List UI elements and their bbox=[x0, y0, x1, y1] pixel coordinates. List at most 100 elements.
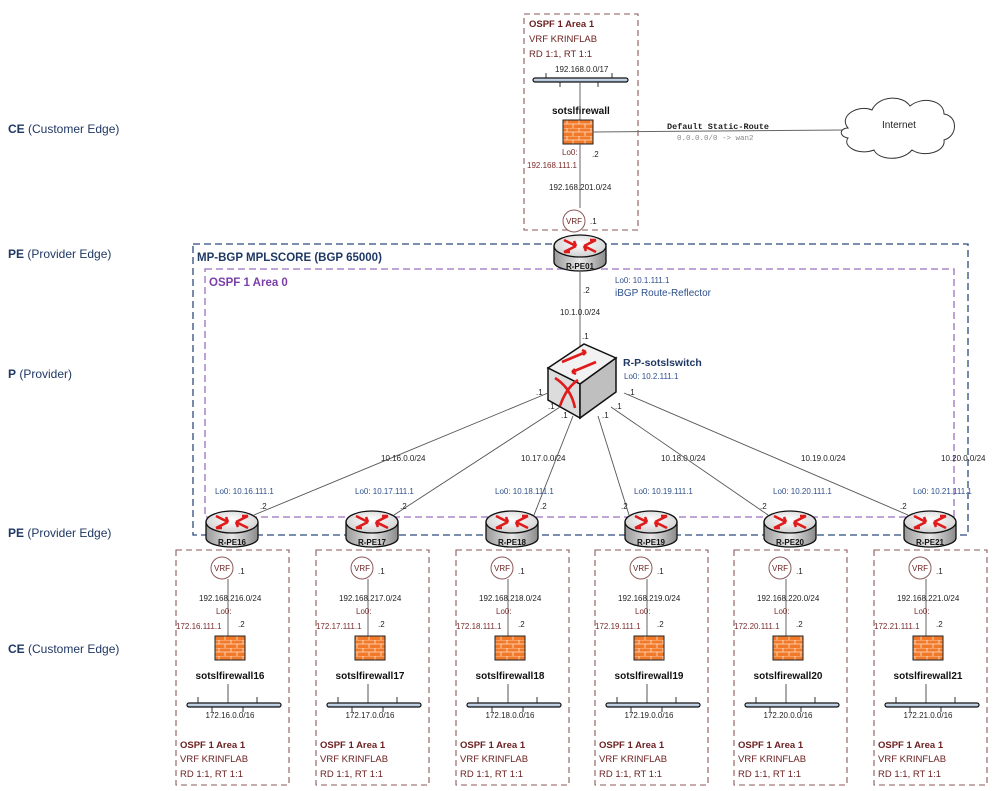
p-side-addr: .1 bbox=[615, 402, 622, 411]
mpbgp-core-title: MP-BGP MPLSCORE (BGP 65000) bbox=[197, 252, 382, 264]
lan-subnet: 172.18.0.0/16 bbox=[486, 711, 535, 720]
site-box-rd: RD 1:1, RT 1:1 bbox=[738, 769, 801, 780]
site-vrf-box bbox=[315, 549, 430, 786]
p-link-addr: .1 bbox=[582, 332, 589, 341]
router-top bbox=[553, 234, 607, 258]
router-top bbox=[345, 510, 399, 534]
router-name: R-PE19 bbox=[637, 538, 666, 547]
pe01-loopback: Lo0: 10.1.111.1 bbox=[615, 276, 670, 285]
site-box-title: OSPF 1 Area 1 bbox=[878, 740, 944, 751]
router-pe01[interactable]: R-PE01 bbox=[553, 234, 607, 272]
fw-lo-label: Lo0: bbox=[356, 607, 372, 616]
fw-lo-address: 172.17.111.1 bbox=[316, 622, 362, 631]
vrf-label: VRF bbox=[494, 564, 510, 573]
fw-lo-label: Lo0: bbox=[216, 607, 232, 616]
site-box-vrf: VRF KRINFLAB bbox=[460, 754, 528, 765]
firewall-icon[interactable] bbox=[912, 635, 944, 661]
pe-loopback: Lo0: 10.18.111.1 bbox=[495, 487, 554, 496]
pe-side-addr: .2 bbox=[900, 502, 907, 511]
switch-p[interactable] bbox=[546, 343, 618, 420]
router-name: R-PE17 bbox=[358, 538, 387, 547]
vrf-icon bbox=[350, 556, 374, 580]
fw-addr: .2 bbox=[796, 620, 803, 629]
firewall-name: sotslfirewall21 bbox=[894, 671, 963, 682]
fw-lo-address: 172.21.111.1 bbox=[874, 622, 920, 631]
lan-segment bbox=[744, 702, 840, 708]
hq-box-title: OSPF 1 Area 1 bbox=[529, 19, 595, 30]
site-box-rd: RD 1:1, RT 1:1 bbox=[460, 769, 523, 780]
router-r-pe19[interactable]: R-PE19 bbox=[624, 510, 678, 548]
site-box-title: OSPF 1 Area 1 bbox=[320, 740, 386, 751]
tier-desc: (Customer Edge) bbox=[25, 642, 120, 656]
vrf-addr: .1 bbox=[657, 567, 664, 576]
router-r-pe16[interactable]: R-PE16 bbox=[205, 510, 259, 548]
router-r-pe18[interactable]: R-PE18 bbox=[485, 510, 539, 548]
p-side-addr: .1 bbox=[561, 411, 568, 420]
site-vrf-box bbox=[873, 549, 988, 786]
tier-label: P (Provider) bbox=[8, 367, 72, 381]
vrf-addr: .1 bbox=[936, 567, 943, 576]
fw-lo-label: Lo0: bbox=[635, 607, 651, 616]
vrf-addr: .1 bbox=[796, 567, 803, 576]
pe01-vrf-addr: .1 bbox=[590, 217, 597, 226]
hq-firewall-name: sotslfirewall bbox=[552, 106, 610, 117]
fw-lo-address: 172.16.111.1 bbox=[176, 622, 222, 631]
hq-lo-label: Lo0: bbox=[562, 148, 578, 157]
firewall-icon[interactable] bbox=[633, 635, 665, 661]
firewall-icon[interactable] bbox=[354, 635, 386, 661]
firewall-icon[interactable] bbox=[494, 635, 526, 661]
router-arrows-icon bbox=[634, 514, 668, 530]
core-link bbox=[393, 406, 561, 516]
site-vrf-box bbox=[594, 549, 709, 786]
tier-desc: (Provider Edge) bbox=[24, 526, 111, 540]
firewall-name: sotslfirewall16 bbox=[196, 671, 265, 682]
router-arrows-icon bbox=[773, 514, 807, 530]
vrf-label: VRF bbox=[354, 564, 370, 573]
transit-subnet: 192.168.218.0/24 bbox=[479, 594, 542, 603]
core-subnet: 10.16.0.0/24 bbox=[381, 454, 426, 463]
lan-subnet: 172.21.0.0/16 bbox=[904, 711, 953, 720]
lan-segment bbox=[884, 702, 980, 708]
hq-vrf-box bbox=[523, 13, 639, 231]
pe-side-addr: .2 bbox=[760, 502, 767, 511]
router-r-pe21[interactable]: R-PE21 bbox=[903, 510, 957, 548]
fw-addr: .2 bbox=[657, 620, 664, 629]
vrf-icon bbox=[629, 556, 653, 580]
lan-subnet: 172.16.0.0/16 bbox=[206, 711, 255, 720]
site-box-vrf: VRF KRINFLAB bbox=[738, 754, 806, 765]
site-vrf-box bbox=[455, 549, 570, 786]
lan-segment bbox=[605, 702, 701, 708]
fw-lo-address: 172.18.111.1 bbox=[456, 622, 502, 631]
tier-abbr: PE bbox=[8, 247, 24, 261]
p-side-addr: .1 bbox=[548, 402, 555, 411]
pe-loopback: Lo0: 10.20.111.1 bbox=[773, 487, 832, 496]
transit-subnet: 192.168.221.0/24 bbox=[897, 594, 960, 603]
p-switch-loopback: Lo0: 10.2.111.1 bbox=[624, 372, 679, 381]
router-name: R-PE21 bbox=[916, 538, 945, 547]
site-box-vrf: VRF KRINFLAB bbox=[878, 754, 946, 765]
site-vrf-box bbox=[175, 549, 290, 786]
router-top bbox=[485, 510, 539, 534]
pe01-role: iBGP Route-Reflector bbox=[615, 288, 712, 299]
router-arrows-icon bbox=[495, 514, 529, 530]
router-r-pe17[interactable]: R-PE17 bbox=[345, 510, 399, 548]
firewall-icon[interactable] bbox=[772, 635, 804, 661]
hq-firewall-icon bbox=[562, 119, 594, 145]
site-box-vrf: VRF KRINFLAB bbox=[320, 754, 388, 765]
tier-abbr: CE bbox=[8, 642, 25, 656]
firewall-icon[interactable] bbox=[214, 635, 246, 661]
pe-loopback: Lo0: 10.17.111.1 bbox=[355, 487, 414, 496]
router-r-pe20[interactable]: R-PE20 bbox=[763, 510, 817, 548]
p-side-addr: .1 bbox=[536, 388, 543, 397]
core-link bbox=[253, 392, 549, 516]
hq-box-vrf: VRF KRINFLAB bbox=[529, 34, 597, 45]
lan-subnet: 172.17.0.0/16 bbox=[346, 711, 395, 720]
router-name: R-PE18 bbox=[498, 538, 527, 547]
fw-lo-label: Lo0: bbox=[914, 607, 930, 616]
vrf-addr: .1 bbox=[518, 567, 525, 576]
p-side-addr: .1 bbox=[628, 388, 635, 397]
tier-abbr: CE bbox=[8, 122, 25, 136]
